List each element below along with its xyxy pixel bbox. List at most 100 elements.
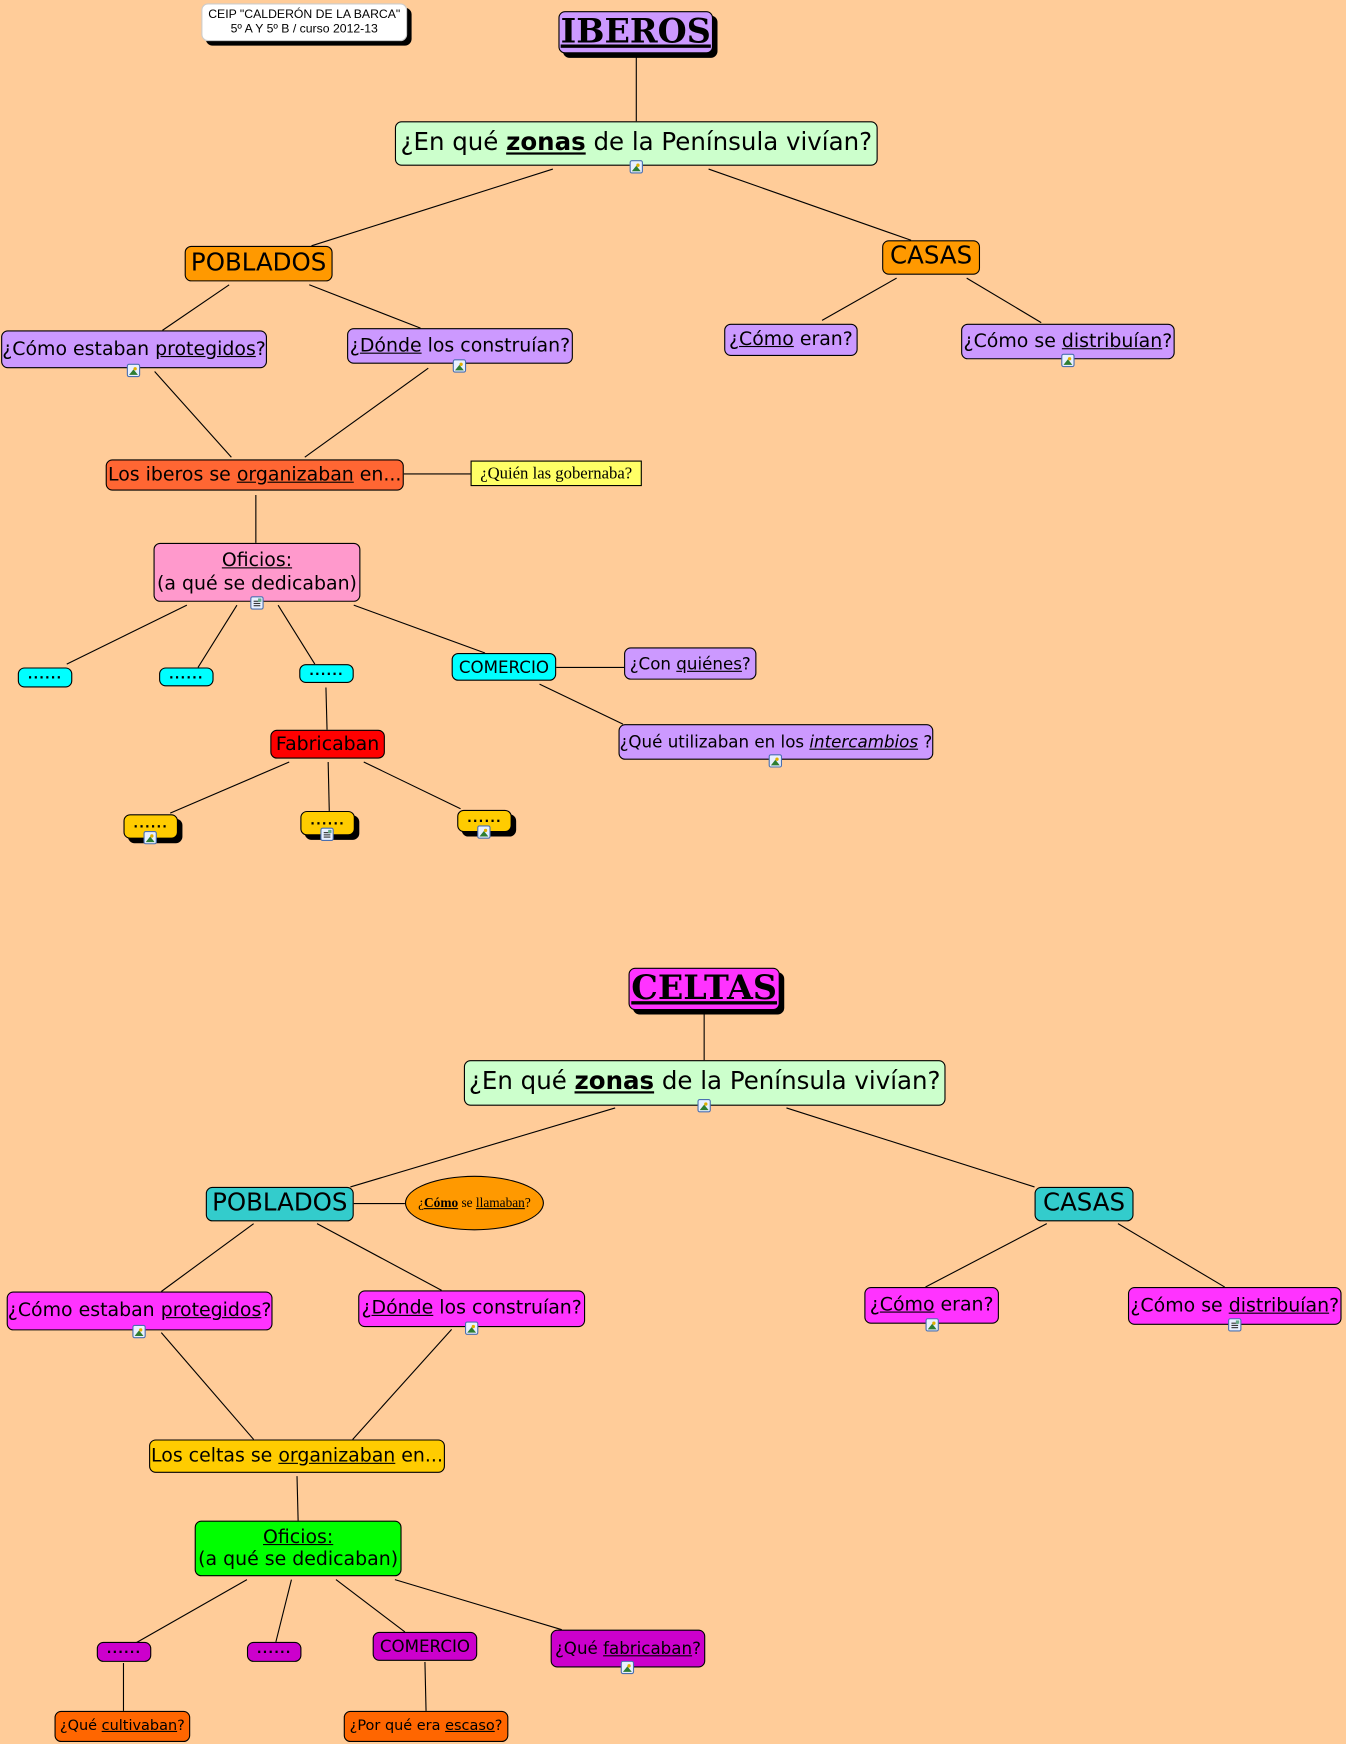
t: ? bbox=[261, 1299, 272, 1322]
t: ¿Cómo estaban bbox=[2, 337, 156, 361]
t: intercambios bbox=[809, 731, 919, 752]
t: ¿En qué bbox=[400, 128, 507, 157]
iberos-casas-node[interactable]: CASAS bbox=[882, 240, 981, 275]
iberos-donde-node[interactable]: ¿Dónde los construían? bbox=[347, 328, 573, 364]
t: ? bbox=[255, 337, 266, 361]
iberos-distribuian-node[interactable]: ¿Cómo se distribuían? bbox=[961, 323, 1175, 360]
celtas-oficios-node[interactable]: Oficios:(a qué se dedicaban) bbox=[194, 1520, 402, 1577]
t: ¿ bbox=[349, 334, 360, 357]
celtas-fabricaban-node[interactable]: ¿Qué fabricaban? bbox=[550, 1629, 706, 1668]
image-icon[interactable] bbox=[629, 160, 643, 174]
t: protegidos bbox=[155, 337, 256, 361]
t: fabricaban bbox=[603, 1638, 693, 1659]
t: quiénes bbox=[676, 653, 742, 674]
image-icon[interactable] bbox=[1061, 353, 1075, 368]
t: ? bbox=[177, 1717, 185, 1735]
t: Cómo bbox=[879, 1294, 935, 1317]
image-icon[interactable] bbox=[452, 359, 467, 373]
image-icon[interactable] bbox=[126, 363, 141, 378]
celtas-oficio-placeholder[interactable]: ...... bbox=[96, 1641, 152, 1662]
t: ¿Qué utilizaban en los bbox=[619, 731, 810, 752]
t: Cómo bbox=[739, 328, 794, 351]
image-icon[interactable] bbox=[143, 830, 157, 845]
t: zonas bbox=[506, 128, 586, 157]
t: ¿Cómo estaban bbox=[7, 1299, 161, 1322]
image-icon[interactable] bbox=[477, 825, 491, 839]
image-icon[interactable] bbox=[925, 1318, 939, 1332]
celtas-donde-node[interactable]: ¿Dónde los construían? bbox=[358, 1290, 586, 1328]
celtas-cultivaban-node[interactable]: ¿Qué cultivaban? bbox=[54, 1710, 191, 1743]
t: organizaban bbox=[236, 463, 354, 486]
celtas-zonas-node[interactable]: ¿En qué zonas de la Península vivían? bbox=[463, 1060, 946, 1106]
iberos-fabricaban-node[interactable]: Fabricaban bbox=[270, 729, 385, 759]
celtas-protegidos-node[interactable]: ¿Cómo estaban protegidos? bbox=[6, 1291, 273, 1331]
t: los construían? bbox=[421, 334, 571, 357]
iberos-como-eran-node[interactable]: ¿Cómo eran? bbox=[724, 323, 858, 356]
iberos-zonas-node[interactable]: ¿En qué zonas de la Península vivían? bbox=[394, 121, 878, 166]
iberos-quien-node[interactable]: ¿Quién las gobernaba? bbox=[470, 460, 642, 487]
t: ? bbox=[1329, 1294, 1340, 1317]
t: ¿Cómo se bbox=[1130, 1294, 1229, 1317]
celtas-escaso-node[interactable]: ¿Por qué era escaso? bbox=[343, 1710, 509, 1743]
t: ? bbox=[741, 653, 751, 674]
t: ? bbox=[918, 731, 933, 752]
t: Los iberos se bbox=[108, 463, 237, 486]
image-icon[interactable] bbox=[464, 1321, 479, 1335]
t: ¿Con bbox=[629, 653, 677, 674]
celtas-organizaban-node[interactable]: Los celtas se organizaban en... bbox=[149, 1439, 445, 1473]
iberos-con-quienes-node[interactable]: ¿Con quiénes? bbox=[624, 647, 757, 680]
iberos-poblados-node[interactable]: POBLADOS bbox=[184, 245, 333, 282]
celtas-poblados-node[interactable]: POBLADOS bbox=[205, 1186, 354, 1222]
t: distribuían bbox=[1061, 330, 1163, 353]
t: en... bbox=[353, 463, 402, 486]
t: cultivaban bbox=[101, 1717, 178, 1735]
iberos-oficio-placeholder[interactable]: ...... bbox=[159, 667, 214, 687]
t: ¿Qué bbox=[59, 1717, 102, 1735]
t: llamaban bbox=[475, 1195, 525, 1211]
t: (a qué se dedicaban) bbox=[198, 1548, 399, 1571]
iberos-protegidos-node[interactable]: ¿Cómo estaban protegidos? bbox=[1, 330, 267, 369]
note-line2: 5º A Y 5º B / curso 2012-13 bbox=[230, 22, 378, 36]
school-note: CEIP "CALDERÓN DE LA BARCA" 5º A Y 5º B … bbox=[201, 3, 408, 42]
celtas-llamaban-node[interactable]: ¿Cómo se llamaban? bbox=[404, 1175, 544, 1231]
t: se bbox=[458, 1195, 476, 1211]
celtas-casas-node[interactable]: CASAS bbox=[1034, 1186, 1134, 1222]
image-icon[interactable] bbox=[697, 1099, 711, 1113]
t: ? bbox=[692, 1638, 701, 1659]
t: de la Península vivían? bbox=[654, 1068, 941, 1097]
t: protegidos bbox=[160, 1299, 262, 1322]
celtas-como-eran-node[interactable]: ¿Cómo eran? bbox=[864, 1287, 999, 1324]
t: ¿En qué bbox=[468, 1068, 575, 1097]
document-icon[interactable] bbox=[1228, 1318, 1242, 1332]
document-icon[interactable] bbox=[250, 596, 264, 610]
iberos-fabricado-placeholder[interactable]: ...... bbox=[457, 809, 512, 833]
t: Oficios: bbox=[262, 1525, 334, 1549]
t: ¿Qué bbox=[554, 1638, 604, 1659]
iberos-comercio-node[interactable]: COMERCIO bbox=[451, 652, 557, 681]
image-icon[interactable] bbox=[768, 754, 783, 768]
iberos-oficio-placeholder[interactable]: ...... bbox=[17, 667, 73, 688]
t: ¿Por qué era bbox=[349, 1717, 446, 1735]
image-icon[interactable] bbox=[620, 1660, 635, 1675]
t: ¿ bbox=[728, 328, 740, 351]
t: ¿ bbox=[869, 1294, 880, 1317]
iberos-organizaban-node[interactable]: Los iberos se organizaban en... bbox=[105, 459, 404, 491]
image-icon[interactable] bbox=[132, 1324, 146, 1339]
t: organizaban bbox=[278, 1444, 396, 1468]
t: ? bbox=[494, 1717, 503, 1735]
iberos-oficios-node[interactable]: Oficios:(a qué se dedicaban) bbox=[153, 542, 361, 602]
iberos-title[interactable]: IBEROS bbox=[558, 11, 714, 54]
t: ? bbox=[1162, 330, 1173, 353]
note-line1: CEIP "CALDERÓN DE LA BARCA" bbox=[208, 7, 401, 21]
t: ¿ bbox=[361, 1297, 372, 1320]
celtas-comercio-node[interactable]: COMERCIO bbox=[372, 1631, 478, 1661]
t: de la Península vivían? bbox=[585, 128, 873, 157]
t: Dónde bbox=[359, 334, 422, 357]
t: ¿Cómo se bbox=[963, 330, 1062, 353]
celtas-title[interactable]: CELTAS bbox=[628, 967, 780, 1011]
celtas-oficio-placeholder[interactable]: ...... bbox=[246, 1641, 302, 1662]
document-icon[interactable] bbox=[320, 827, 334, 841]
t: ? bbox=[524, 1195, 531, 1211]
iberos-oficio-placeholder[interactable]: ...... bbox=[299, 664, 354, 684]
